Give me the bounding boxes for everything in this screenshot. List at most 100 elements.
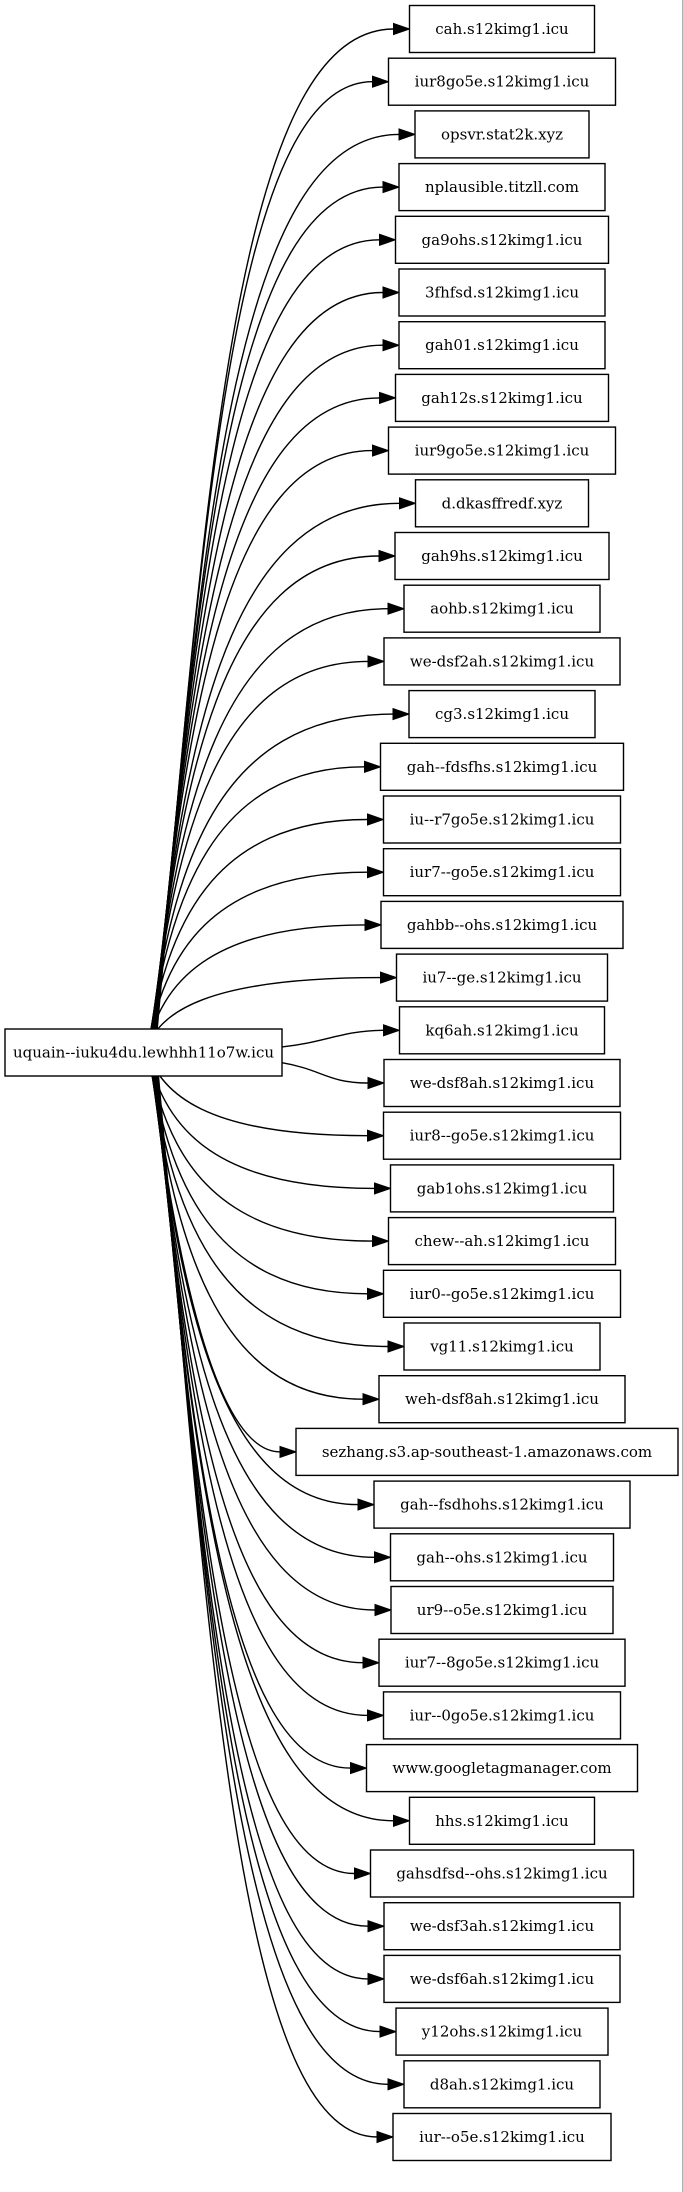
target-node-box[interactable] xyxy=(387,57,617,106)
target-node-box[interactable] xyxy=(378,1638,626,1687)
target-node-box[interactable] xyxy=(408,689,596,739)
target-node-box[interactable] xyxy=(394,215,610,265)
target-node-box[interactable] xyxy=(383,1954,621,2004)
arrowhead xyxy=(354,1867,373,1880)
arrowhead xyxy=(387,602,406,615)
target-node-box[interactable] xyxy=(392,2112,612,2162)
target-node[interactable]: sezhang.s3.ap-southeast-1.amazonaws.com xyxy=(295,1427,679,1477)
target-node[interactable]: gah--ohs.s12kimg1.icu xyxy=(389,1533,615,1582)
target-node[interactable]: iur9go5e.s12kimg1.icu xyxy=(387,426,617,475)
arrowhead xyxy=(367,1287,386,1301)
target-node-label: we-dsf2ah.s12kimg1.icu xyxy=(410,652,595,670)
target-node[interactable]: iur7--8go5e.s12kimg1.icu xyxy=(378,1638,626,1687)
arrowhead xyxy=(382,286,401,299)
target-node[interactable]: iu--r7go5e.s12kimg1.icu xyxy=(382,795,622,844)
target-node-label: iur8--go5e.s12kimg1.icu xyxy=(410,1127,595,1145)
target-node-box[interactable] xyxy=(387,1216,617,1266)
target-node[interactable]: iur8go5e.s12kimg1.icu xyxy=(387,57,617,106)
target-node[interactable]: gah01.s12kimg1.icu xyxy=(398,321,606,370)
target-node[interactable]: gah--fsdhohs.s12kimg1.icu xyxy=(373,1480,631,1529)
target-node-box[interactable] xyxy=(398,268,606,317)
target-node[interactable]: d8ah.s12kimg1.icu xyxy=(403,2060,601,2109)
target-node-box[interactable] xyxy=(382,1691,622,1740)
target-node-box[interactable] xyxy=(403,1322,601,1371)
target-node[interactable]: gab1ohs.s12kimg1.icu xyxy=(389,1164,615,1213)
target-node[interactable]: we-dsf2ah.s12kimg1.icu xyxy=(383,637,621,686)
target-node-box[interactable] xyxy=(414,110,590,159)
target-node[interactable]: www.googletagmanager.com xyxy=(365,1743,639,1793)
target-node[interactable]: d.dkasffredf.xyz xyxy=(414,479,590,528)
target-node-box[interactable] xyxy=(382,1269,622,1319)
target-node-box[interactable] xyxy=(403,584,601,633)
target-node[interactable]: iur--o5e.s12kimg1.icu xyxy=(392,2112,612,2162)
target-node-box[interactable] xyxy=(383,1901,621,1951)
target-node[interactable]: we-dsf3ah.s12kimg1.icu xyxy=(383,1901,621,1951)
target-node-box[interactable] xyxy=(373,1480,631,1529)
target-node-box[interactable] xyxy=(379,742,625,791)
target-node-box[interactable] xyxy=(414,479,590,528)
target-node[interactable]: y12ohs.s12kimg1.icu xyxy=(395,2007,609,2056)
target-node[interactable]: gahsdfsd--ohs.s12kimg1.icu xyxy=(369,1849,635,1898)
arrowhead xyxy=(382,180,401,194)
target-node-box[interactable] xyxy=(387,426,617,475)
target-node[interactable]: iur0--go5e.s12kimg1.icu xyxy=(382,1269,622,1319)
target-node-box[interactable] xyxy=(395,2007,609,2056)
target-node[interactable]: opsvr.stat2k.xyz xyxy=(414,110,590,159)
target-node[interactable]: ga9ohs.s12kimg1.icu xyxy=(394,215,610,265)
arrowhead xyxy=(367,1076,386,1090)
target-node-box[interactable] xyxy=(389,1164,615,1213)
target-node-box[interactable] xyxy=(398,162,606,212)
target-node-box[interactable] xyxy=(380,900,624,950)
target-node[interactable]: we-dsf8ah.s12kimg1.icu xyxy=(383,1058,621,1108)
target-node[interactable]: kq6ah.s12kimg1.icu xyxy=(398,1006,606,1055)
target-node-box[interactable] xyxy=(398,321,606,370)
target-node-box[interactable] xyxy=(383,1058,621,1108)
target-node[interactable]: nplausible.titzll.com xyxy=(398,162,606,212)
target-node-box[interactable] xyxy=(378,1374,626,1424)
target-node-box[interactable] xyxy=(394,531,610,581)
target-node[interactable]: gah--fdsfhs.s12kimg1.icu xyxy=(379,742,625,791)
source-node[interactable]: uquain--iuku4du.lewhhh11o7w.icu xyxy=(4,1028,283,1077)
target-node[interactable]: 3fhfsd.s12kimg1.icu xyxy=(398,268,606,317)
target-node[interactable]: iur7--go5e.s12kimg1.icu xyxy=(382,848,622,897)
target-node[interactable]: vg11.s12kimg1.icu xyxy=(403,1322,601,1371)
target-node[interactable]: iu7--ge.s12kimg1.icu xyxy=(395,953,609,1002)
target-node[interactable]: we-dsf6ah.s12kimg1.icu xyxy=(383,1954,621,2004)
target-node-label: gah12s.s12kimg1.icu xyxy=(421,389,583,407)
target-node[interactable]: cg3.s12kimg1.icu xyxy=(408,689,596,739)
arrowhead xyxy=(382,338,401,352)
target-node[interactable]: aohb.s12kimg1.icu xyxy=(403,584,601,633)
target-node[interactable]: iur8--go5e.s12kimg1.icu xyxy=(382,1111,622,1160)
target-node-box[interactable] xyxy=(383,637,621,686)
target-nodes: cah.s12kimg1.icuiur8go5e.s12kimg1.icuops… xyxy=(295,4,679,2162)
target-node[interactable]: cah.s12kimg1.icu xyxy=(408,4,596,54)
edge xyxy=(151,1046,351,1769)
target-node-box[interactable] xyxy=(394,373,610,423)
target-node[interactable]: hhs.s12kimg1.icu xyxy=(408,1796,596,1846)
target-node[interactable]: gahbb--ohs.s12kimg1.icu xyxy=(380,900,624,950)
target-node[interactable]: weh-dsf8ah.s12kimg1.icu xyxy=(378,1374,626,1424)
target-node[interactable]: ur9--o5e.s12kimg1.icu xyxy=(390,1585,614,1635)
target-node-box[interactable] xyxy=(390,1585,614,1635)
target-node[interactable]: gah12s.s12kimg1.icu xyxy=(394,373,610,423)
edge xyxy=(154,1046,381,2033)
target-node[interactable]: gah9hs.s12kimg1.icu xyxy=(394,531,610,581)
target-node-box[interactable] xyxy=(295,1427,679,1477)
target-node-box[interactable] xyxy=(395,953,609,1002)
target-node-box[interactable] xyxy=(408,1796,596,1846)
target-node-box[interactable] xyxy=(382,1111,622,1160)
target-node-box[interactable] xyxy=(382,848,622,897)
target-node-box[interactable] xyxy=(365,1743,639,1793)
target-node-label: aohb.s12kimg1.icu xyxy=(430,600,574,618)
target-node-box[interactable] xyxy=(369,1849,635,1898)
target-node-label: iur7--8go5e.s12kimg1.icu xyxy=(405,1654,600,1672)
target-node-box[interactable] xyxy=(382,795,622,844)
target-node-box[interactable] xyxy=(408,4,596,54)
target-node-box[interactable] xyxy=(398,1006,606,1055)
target-node-box[interactable] xyxy=(403,2060,601,2109)
target-node-label: cg3.s12kimg1.icu xyxy=(435,705,569,723)
target-node-box[interactable] xyxy=(389,1533,615,1582)
target-node[interactable]: iur--0go5e.s12kimg1.icu xyxy=(382,1691,622,1740)
target-node[interactable]: chew--ah.s12kimg1.icu xyxy=(387,1216,617,1266)
source-node-box[interactable] xyxy=(4,1028,283,1077)
